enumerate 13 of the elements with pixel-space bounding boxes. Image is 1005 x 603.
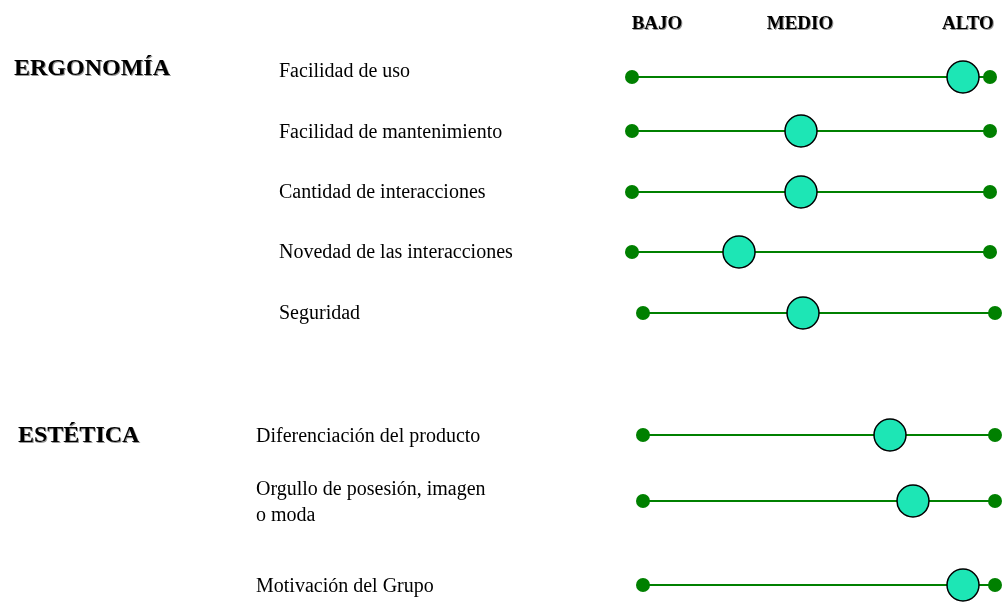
group-heading: ESTÉTICA — [18, 421, 140, 448]
scale-label: MEDIO — [766, 12, 834, 34]
criterion-label: Diferenciación del producto — [256, 423, 481, 448]
criterion-label: Orgullo de posesión, imagen o moda — [256, 476, 487, 527]
scale-label: BAJO — [631, 12, 683, 34]
criterion-label: Cantidad de interacciones — [279, 179, 486, 204]
scale-label: ALTO — [942, 12, 994, 34]
criterion-label: Facilidad de mantenimiento — [279, 119, 503, 144]
group-heading: ERGONOMÍA — [14, 54, 170, 81]
criterion-label: Motivación del Grupo — [256, 573, 434, 598]
criterion-label: Seguridad — [279, 300, 361, 325]
criterion-label: Novedad de las interacciones — [279, 239, 513, 264]
criterion-label: Facilidad de uso — [279, 58, 411, 83]
